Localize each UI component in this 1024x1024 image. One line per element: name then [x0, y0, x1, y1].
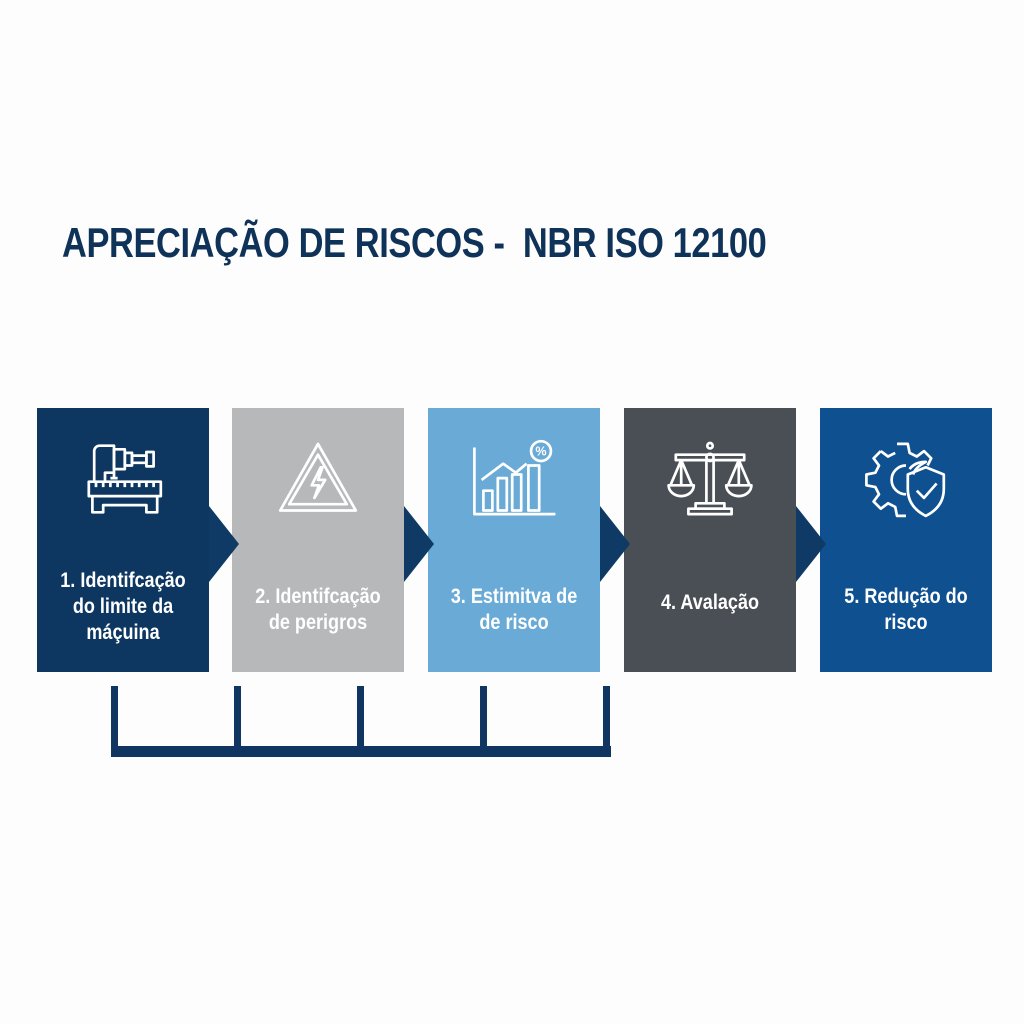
bracket-stub-1 — [111, 686, 118, 756]
step-2-hazard-identification: 2. Identifcação de perigros — [232, 408, 404, 672]
step-1-label: 1. Identifcação do limite da máçuina — [60, 569, 186, 644]
step-2-label: 2. Identifcação de perigros — [255, 585, 381, 634]
bracket-stub-4 — [480, 686, 487, 756]
step-5-risk-reduction: 5. Redução do risco — [820, 408, 992, 672]
arrow-right-icon — [796, 506, 826, 582]
page-title: APRECIAÇÃO DE RISCOS - NBR ISO 12100 — [62, 219, 767, 266]
step-5-label: 5. Redução do risco — [844, 585, 968, 634]
bracket-stub-3 — [357, 686, 364, 756]
bracket-stub-5 — [603, 686, 610, 756]
gear-shield-check-icon — [861, 438, 951, 520]
step-4-label: 4. Avalação — [660, 591, 760, 614]
step-3-risk-estimation: % 3. Estimitva de de risco — [428, 408, 600, 672]
bracket-stub-2 — [234, 686, 241, 756]
svg-text:%: % — [535, 445, 546, 459]
arrow-right-icon — [404, 506, 434, 582]
step-3-label: 3. Estimitva de de risco — [450, 585, 578, 634]
balance-scale-icon — [665, 438, 755, 520]
arrow-right-icon — [600, 506, 630, 582]
arrow-right-icon — [209, 506, 239, 582]
machine-tool-icon — [78, 438, 168, 520]
electrical-hazard-warning-icon — [273, 438, 363, 520]
step-4-evaluation: 4. Avalação — [624, 408, 796, 672]
bar-chart-percent-icon: % — [469, 438, 559, 520]
step-1-machine-limits: 1. Identifcação do limite da máçuina — [37, 408, 209, 672]
bracket-base — [111, 746, 611, 757]
